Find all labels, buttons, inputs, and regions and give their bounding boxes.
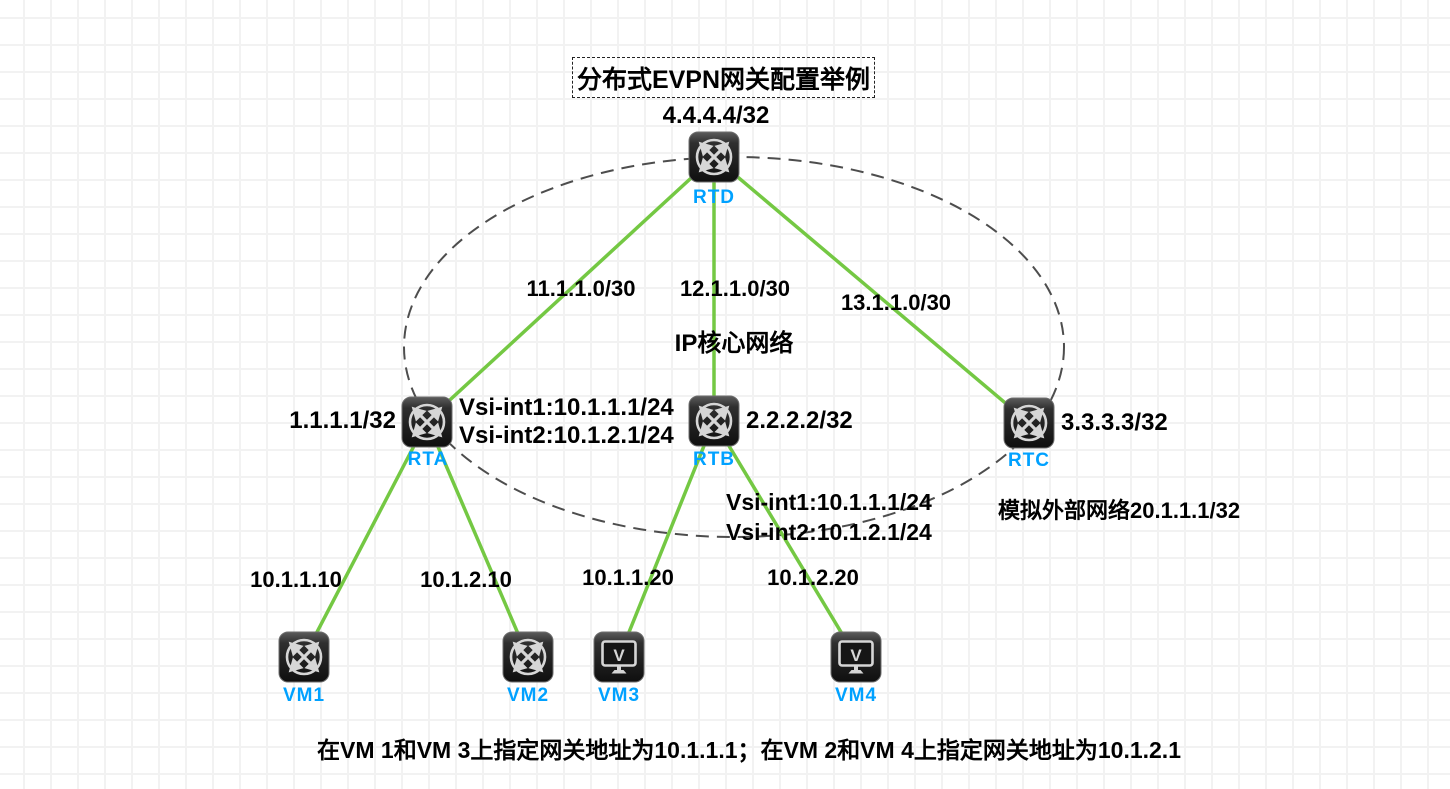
node-rtc (1003, 397, 1055, 449)
router-icon (502, 631, 554, 683)
rtc-name-label: RTC (1007, 450, 1051, 471)
rta-loopback-label: 1.1.1.1/32 (289, 407, 396, 434)
vm1-ip-label: 10.1.1.10 (250, 567, 342, 592)
node-rtb (688, 395, 740, 447)
node-vm1 (278, 631, 330, 683)
node-rta (401, 396, 453, 448)
router-icon (278, 631, 330, 683)
rtd-loopback-label: 4.4.4.4/32 (662, 102, 770, 129)
vm2-ip-label: 10.1.2.10 (420, 567, 512, 592)
link-rtd-rtc (712, 155, 1031, 425)
vm4-name-label: VM4 (834, 685, 878, 706)
vm-monitor-icon (830, 631, 882, 683)
rtd-name-label: RTD (692, 187, 736, 208)
node-vm4 (830, 631, 882, 683)
link-rta-vm2 (425, 420, 530, 658)
rtc-loopback-label: 3.3.3.3/32 (1061, 409, 1168, 436)
link-rtd-rta (425, 155, 716, 423)
rta-vsi-int2-label: Vsi-int2:10.1.2.1/24 (459, 422, 674, 449)
rtb-loopback-label: 2.2.2.2/32 (746, 407, 853, 434)
vm3-name-label: VM3 (597, 685, 641, 706)
node-vm2 (502, 631, 554, 683)
rtb-vsi-int2-label: Vsi-int2:10.1.2.1/24 (726, 519, 932, 545)
rtb-vsi-labels: Vsi-int1:10.1.1.1/24 Vsi-int2:10.1.2.1/2… (726, 487, 932, 547)
vm1-name-label: VM1 (282, 685, 326, 706)
vm2-name-label: VM2 (506, 685, 550, 706)
rta-vsi-int1-label: Vsi-int1:10.1.1.1/24 (459, 394, 674, 421)
rtb-vsi-int1-label: Vsi-int1:10.1.1.1/24 (726, 489, 932, 515)
link-subnet-label-rtd-rtc: 13.1.1.0/30 (840, 290, 952, 315)
rta-vsi-labels: Vsi-int1:10.1.1.1/24 Vsi-int2:10.1.2.1/2… (459, 394, 674, 450)
rta-name-label: RTA (407, 449, 449, 470)
router-icon (688, 395, 740, 447)
gateway-note: 在VM 1和VM 3上指定网关地址为10.1.1.1；在VM 2和VM 4上指定… (317, 737, 1181, 763)
vm4-ip-label: 10.1.2.20 (767, 565, 859, 590)
rtb-name-label: RTB (692, 449, 736, 470)
core-network-label: IP核心网络 (674, 330, 794, 357)
diagram-title: 分布式EVPN网关配置举例 (572, 57, 875, 98)
link-subnet-label-rtd-rta: 11.1.1.0/30 (526, 276, 636, 301)
external-network-label: 模拟外部网络20.1.1.1/32 (998, 498, 1241, 523)
link-rtb-vm3 (617, 420, 716, 658)
link-rtb-vm4 (712, 420, 858, 658)
router-icon (1003, 397, 1055, 449)
router-icon (401, 396, 453, 448)
link-subnet-label-rtd-rtb: 12.1.1.0/30 (679, 276, 791, 301)
router-icon (688, 131, 740, 183)
node-vm3 (593, 631, 645, 683)
vm-monitor-icon (593, 631, 645, 683)
link-rta-vm1 (302, 420, 429, 658)
vm3-ip-label: 10.1.1.20 (582, 565, 674, 590)
node-rtd (688, 131, 740, 183)
